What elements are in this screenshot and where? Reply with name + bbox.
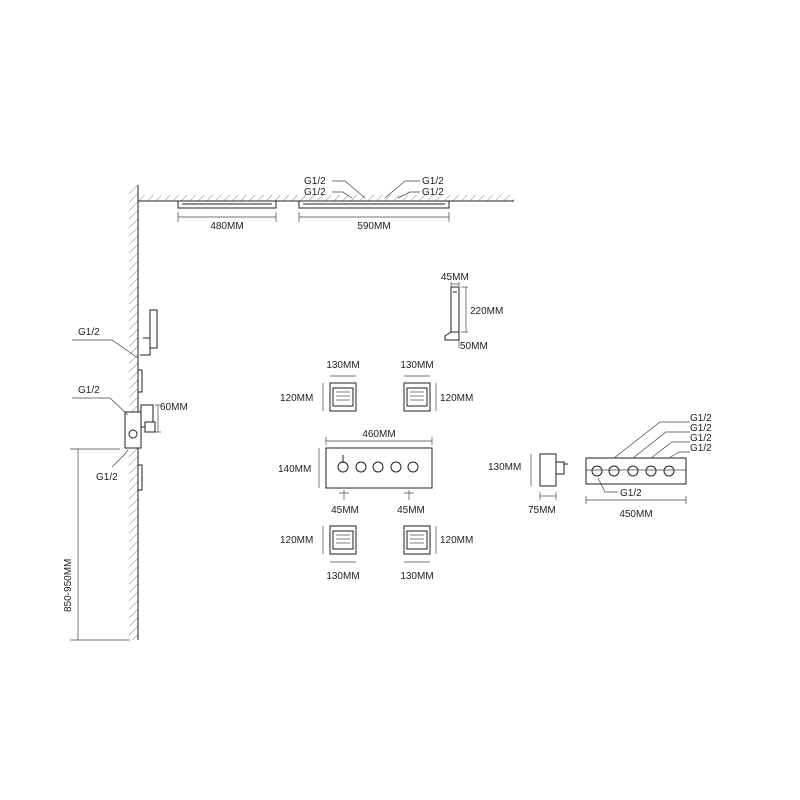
- panel-knob-2: [355, 461, 367, 473]
- manifold-thread-1: G1/2: [690, 413, 712, 424]
- body-jet-bottom-right: 130MM 120MM: [400, 525, 473, 582]
- wall-outlet-upper: [137, 369, 143, 393]
- ceiling: [138, 195, 514, 202]
- wall-thread-upper: G1/2: [78, 327, 100, 338]
- height-range-label: 850-950MM: [63, 559, 74, 612]
- panel-knob-4: [390, 461, 402, 473]
- manifold-port-5: [663, 465, 675, 477]
- wall-outlet-lower: [137, 464, 143, 491]
- overhead-shower-b: [298, 200, 450, 209]
- overhead-thread-right-2: G1/2: [422, 187, 444, 198]
- manifold-thread-3: G1/2: [690, 433, 712, 444]
- manifold-port-4: [645, 465, 657, 477]
- body-jet-bottom-left-height: 120MM: [280, 535, 313, 546]
- overhead-width-b-label: 590MM: [357, 221, 390, 232]
- manifold-thread-2: G1/2: [690, 423, 712, 434]
- manifold-port-1: [591, 465, 603, 477]
- manifold-port-3: [627, 465, 639, 477]
- valve-side-view: 130MM 75MM: [488, 453, 568, 516]
- manifold-inlet-thread: G1/2: [620, 488, 642, 499]
- wall-handshower-holder: [140, 309, 158, 356]
- manifold-thread-4: G1/2: [690, 443, 712, 454]
- body-jet-top-left: 130MM 120MM: [280, 360, 360, 412]
- wall-thread-mid: G1/2: [78, 385, 100, 396]
- manifold-width-label: 450MM: [619, 509, 652, 520]
- body-jet-top-right: 130MM 120MM: [400, 360, 473, 412]
- manifold-port-2: [608, 465, 620, 477]
- panel-spacing-right-label: 45MM: [397, 505, 425, 516]
- overhead-thread-left-2: G1/2: [304, 187, 326, 198]
- wall-thread-callouts: G1/2 G1/2 G1/2: [72, 327, 139, 483]
- overhead-width-b-dimension: 590MM: [298, 212, 450, 232]
- overhead-shower-a: [177, 200, 277, 209]
- handshower-width-label: 45MM: [441, 272, 469, 283]
- panel-knob-1: [337, 461, 349, 473]
- overhead-width-a-dimension: 480MM: [177, 212, 277, 232]
- panel-width-label: 460MM: [362, 429, 395, 440]
- body-jet-top-right-width: 130MM: [400, 360, 433, 371]
- valve-depth-label: 75MM: [528, 505, 556, 516]
- body-jet-bottom-left-width: 130MM: [326, 571, 359, 582]
- control-panel: 460MM 140MM 45MM 45MM: [278, 429, 433, 516]
- body-jet-bottom-left: 130MM 120MM: [280, 525, 360, 582]
- body-jet-bottom-right-height: 120MM: [440, 535, 473, 546]
- overhead-thread-callouts: G1/2 G1/2 G1/2 G1/2: [304, 176, 444, 199]
- wall-thread-lower: G1/2: [96, 472, 118, 483]
- panel-spacing-left-label: 45MM: [331, 505, 359, 516]
- valve-height-label: 130MM: [488, 462, 521, 473]
- body-jet-top-left-height: 120MM: [280, 393, 313, 404]
- handshower-height-label: 220MM: [470, 306, 503, 317]
- overhead-width-a-label: 480MM: [210, 221, 243, 232]
- manifold: 450MM G1/2 G1/2 G1/2 G1/2 G1/2: [585, 413, 712, 520]
- height-range-dimension: 850-950MM: [63, 448, 130, 641]
- overhead-thread-left-1: G1/2: [304, 176, 326, 187]
- body-jet-top-right-height: 120MM: [440, 393, 473, 404]
- handshower: 45MM 220MM 50MM: [441, 272, 503, 352]
- body-jet-bottom-right-width: 130MM: [400, 571, 433, 582]
- body-jet-top-left-width: 130MM: [326, 360, 359, 371]
- handshower-bracket-label: 50MM: [460, 341, 488, 352]
- wall-depth-label: 60MM: [160, 402, 188, 413]
- panel-knob-5: [407, 461, 419, 473]
- panel-knob-3: [372, 461, 384, 473]
- wall-valve-side: [124, 404, 161, 449]
- overhead-thread-right-1: G1/2: [422, 176, 444, 187]
- panel-height-label: 140MM: [278, 464, 311, 475]
